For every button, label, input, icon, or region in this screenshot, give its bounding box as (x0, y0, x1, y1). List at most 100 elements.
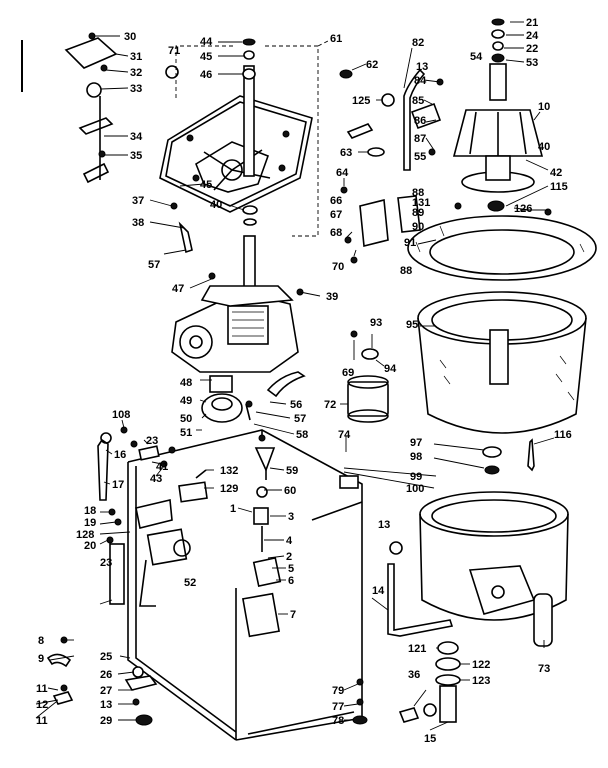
callout-67: 67 (330, 209, 342, 221)
drain-hose-short (266, 371, 306, 398)
callout-8: 8 (38, 635, 44, 647)
lid-switch (178, 469, 208, 503)
callout-54: 54 (470, 51, 483, 63)
callout-125: 125 (352, 95, 370, 107)
hardware-fasteners-left (46, 636, 74, 705)
callout-98: 98 (410, 451, 422, 463)
callout-24: 24 (526, 30, 539, 42)
callout-57-b: 57 (294, 413, 306, 425)
callout-19: 19 (84, 517, 96, 529)
callout-53: 53 (526, 57, 538, 69)
callout-49: 49 (180, 395, 192, 407)
callout-94: 94 (384, 363, 397, 375)
callout-93: 93 (370, 317, 382, 329)
callout-10: 10 (538, 101, 550, 113)
callout-59: 59 (286, 465, 298, 477)
callout-71: 71 (168, 45, 180, 57)
callout-122: 122 (472, 659, 490, 671)
callout-37: 37 (132, 195, 144, 207)
callout-74: 74 (338, 429, 351, 441)
callout-26: 26 (100, 669, 112, 681)
callout-132: 132 (220, 465, 238, 477)
callout-123: 123 (472, 675, 490, 687)
callout-9: 9 (38, 653, 44, 665)
callout-79: 79 (332, 685, 344, 697)
callout-13-a: 13 (416, 61, 428, 73)
callout-115: 115 (550, 181, 568, 193)
callout-41: 41 (156, 461, 168, 473)
agitator-assembly (452, 18, 544, 212)
bracket-and-clip-parts (64, 32, 118, 184)
callout-5: 5 (288, 563, 294, 575)
callout-29: 29 (100, 715, 112, 727)
side-bracket (109, 543, 125, 605)
callout-60: 60 (284, 485, 296, 497)
callout-32: 32 (130, 67, 142, 79)
callout-72: 72 (324, 399, 336, 411)
callout-2: 2 (286, 551, 292, 563)
suspension-stack (242, 447, 282, 638)
callout-56: 56 (290, 399, 302, 411)
callout-35: 35 (130, 150, 142, 162)
sump-hose (533, 593, 553, 647)
callout-97: 97 (410, 437, 422, 449)
callout-44: 44 (200, 36, 213, 48)
shaft-seal-lower (243, 218, 257, 226)
callout-68: 68 (330, 227, 342, 239)
callout-38: 38 (132, 217, 144, 229)
callout-82: 82 (412, 37, 424, 49)
callout-47: 47 (172, 283, 184, 295)
callout-11-b: 11 (36, 715, 48, 727)
callout-15: 15 (424, 733, 436, 745)
callout-11-a: 11 (36, 683, 48, 695)
callout-25: 25 (100, 651, 112, 663)
callout-131: 131 (412, 197, 430, 209)
callout-13-c: 13 (100, 699, 112, 711)
callout-12: 12 (36, 699, 48, 711)
tub-ground-strap (527, 438, 535, 472)
water-valve-assembly (139, 528, 191, 607)
drain-hose-long (387, 563, 454, 637)
callout-1: 1 (230, 503, 236, 515)
callout-18: 18 (84, 505, 96, 517)
callout-21: 21 (526, 17, 538, 29)
tub-ring (407, 215, 597, 281)
shaft-seal (242, 205, 258, 215)
basket-hub (482, 446, 502, 458)
callout-27: 27 (100, 685, 112, 697)
callout-126: 126 (514, 203, 532, 215)
fill-hose (381, 68, 444, 171)
callout-23-b: 23 (100, 557, 112, 569)
callout-66: 66 (330, 195, 342, 207)
callout-55: 55 (414, 151, 426, 163)
hardware-fasteners-upper (165, 65, 389, 338)
hardware-fasteners-mid (97, 426, 176, 544)
callout-57-a: 57 (148, 259, 160, 271)
callout-73: 73 (538, 663, 550, 675)
callout-17: 17 (112, 479, 124, 491)
hose-clamp (389, 541, 403, 555)
callout-45-a: 45 (200, 51, 212, 63)
callout-6: 6 (288, 575, 294, 587)
callout-91: 91 (404, 237, 416, 249)
agitator-shaft-top (242, 38, 256, 177)
callout-90: 90 (412, 221, 424, 233)
callout-4: 4 (286, 535, 293, 547)
callout-22: 22 (526, 43, 538, 55)
callout-labels: 30 31 32 33 34 35 37 38 57 47 44 45 46 7… (36, 17, 572, 745)
callout-89: 89 (412, 207, 424, 219)
callout-50: 50 (180, 413, 192, 425)
callout-42: 42 (550, 167, 562, 179)
callout-34: 34 (130, 131, 143, 143)
tub-fasteners (352, 678, 368, 725)
hub-nut (484, 465, 500, 475)
callout-128: 128 (76, 529, 94, 541)
callout-45-b: 45 (200, 179, 212, 191)
callout-51: 51 (180, 427, 192, 439)
cabinet-frame (127, 429, 363, 741)
mounting-bracket (245, 400, 253, 421)
outer-tub (419, 491, 569, 621)
callout-14: 14 (372, 585, 385, 597)
motor (347, 348, 389, 423)
